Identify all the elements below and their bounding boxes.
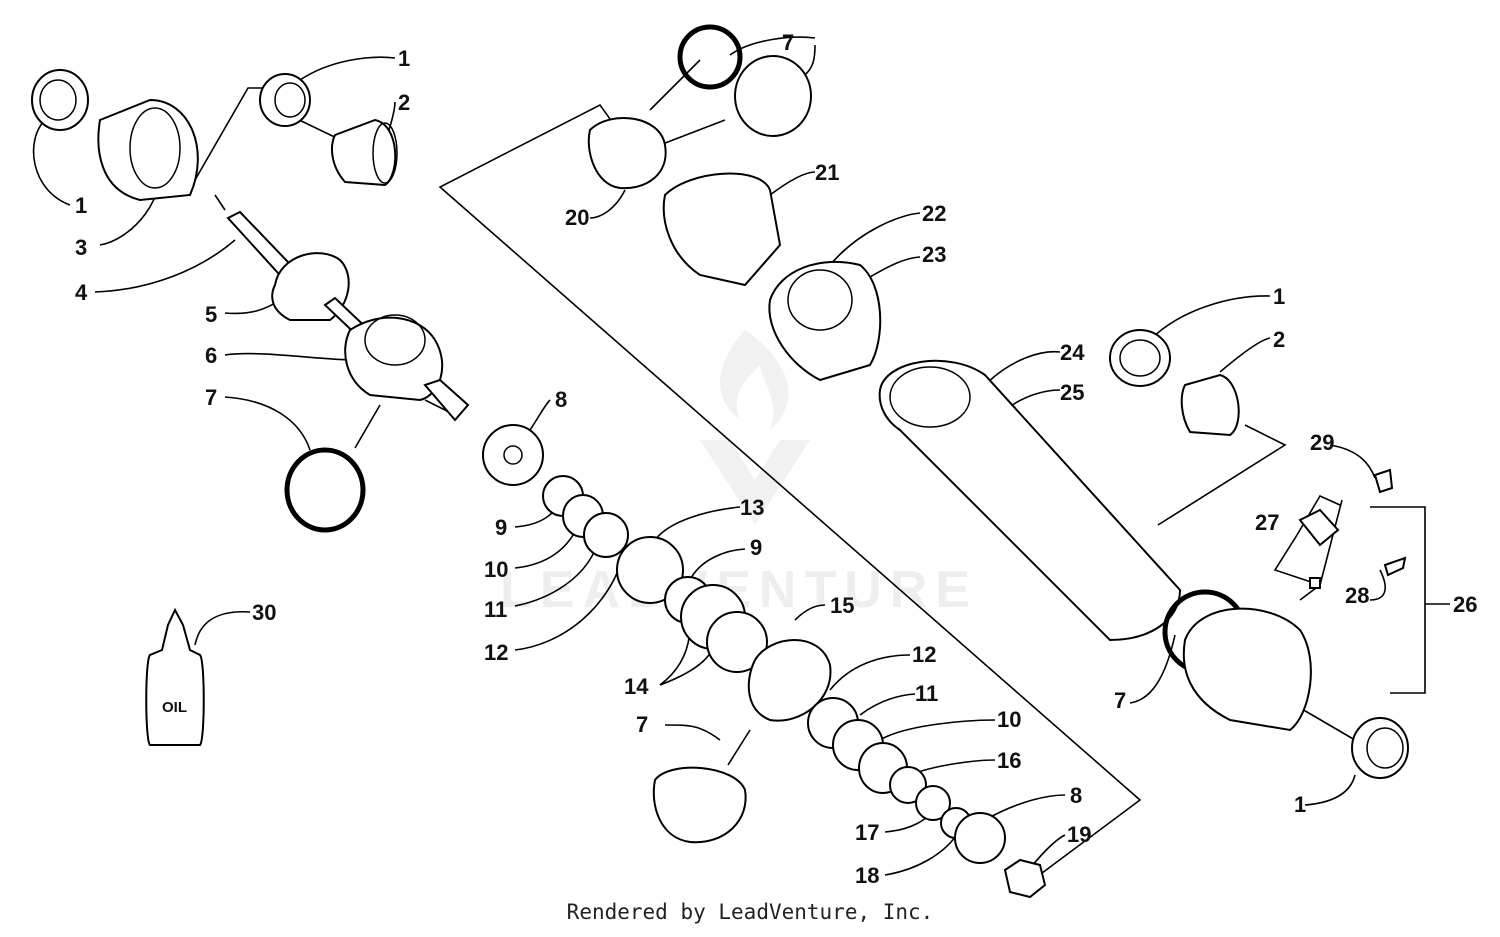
callout-labels: 1 1 1 1 1 2 2 3 4 5 6 7 7 7 7 8 8 9 9 10… xyxy=(75,30,1477,888)
callout-1: 1 xyxy=(398,46,410,71)
callout-7: 7 xyxy=(782,30,794,55)
rendered-by-footer: Rendered by LeadVenture, Inc. xyxy=(566,900,934,924)
callout-30: 30 xyxy=(252,600,276,625)
callout-9: 9 xyxy=(495,515,507,540)
valve-stack-lower xyxy=(807,697,1047,899)
callout-14: 14 xyxy=(624,674,649,699)
reservoir-parts xyxy=(587,24,882,382)
valve-stack-upper xyxy=(482,424,832,722)
callout-1: 1 xyxy=(1273,284,1285,309)
callout-16: 16 xyxy=(997,748,1021,773)
callout-21: 21 xyxy=(815,160,839,185)
callout-28: 28 xyxy=(1345,583,1369,608)
callout-1: 1 xyxy=(75,193,87,218)
watermark-flame-icon xyxy=(720,330,789,430)
callout-12: 12 xyxy=(484,640,508,665)
seal-ring-7-bottom xyxy=(652,766,747,844)
callout-25: 25 xyxy=(1060,380,1084,405)
callout-24: 24 xyxy=(1060,340,1085,365)
callout-7: 7 xyxy=(205,385,217,410)
o-ring-7-left xyxy=(284,447,366,533)
oil-bottle-label: OIL xyxy=(162,699,187,716)
callout-8: 8 xyxy=(555,387,567,412)
callout-6: 6 xyxy=(205,343,217,368)
callout-29: 29 xyxy=(1310,430,1334,455)
callout-17: 17 xyxy=(855,820,879,845)
callout-3: 3 xyxy=(75,235,87,260)
callout-2: 2 xyxy=(1273,327,1285,352)
watermark: LEADVENTURE xyxy=(500,330,970,619)
callout-8: 8 xyxy=(1070,783,1082,808)
callout-19: 19 xyxy=(1067,822,1091,847)
right-mount-parts xyxy=(1109,329,1409,779)
callout-9: 9 xyxy=(750,535,762,560)
callout-18: 18 xyxy=(855,863,879,888)
callout-7: 7 xyxy=(1114,688,1126,713)
callout-1: 1 xyxy=(1294,792,1306,817)
callout-11: 11 xyxy=(484,597,507,622)
callout-15: 15 xyxy=(830,593,854,618)
callout-22: 22 xyxy=(922,201,946,226)
callout-11: 11 xyxy=(915,681,938,706)
callout-12: 12 xyxy=(912,642,936,667)
callout-20: 20 xyxy=(565,205,589,230)
callout-23: 23 xyxy=(922,242,946,267)
callout-7: 7 xyxy=(636,712,648,737)
adjuster-body xyxy=(1162,468,1407,732)
spring-body xyxy=(878,359,1182,642)
callout-13: 13 xyxy=(740,495,764,520)
callout-26: 26 xyxy=(1453,592,1477,617)
callout-2: 2 xyxy=(398,90,410,115)
callout-10: 10 xyxy=(484,557,508,582)
shaft-and-body xyxy=(226,210,470,422)
callout-27: 27 xyxy=(1255,510,1279,535)
callout-4: 4 xyxy=(75,280,88,305)
oil-bottle: OIL xyxy=(145,607,205,746)
callout-5: 5 xyxy=(205,302,217,327)
watermark-v-icon xyxy=(700,440,810,525)
left-mount-parts xyxy=(31,69,398,202)
callout-10: 10 xyxy=(997,707,1021,732)
